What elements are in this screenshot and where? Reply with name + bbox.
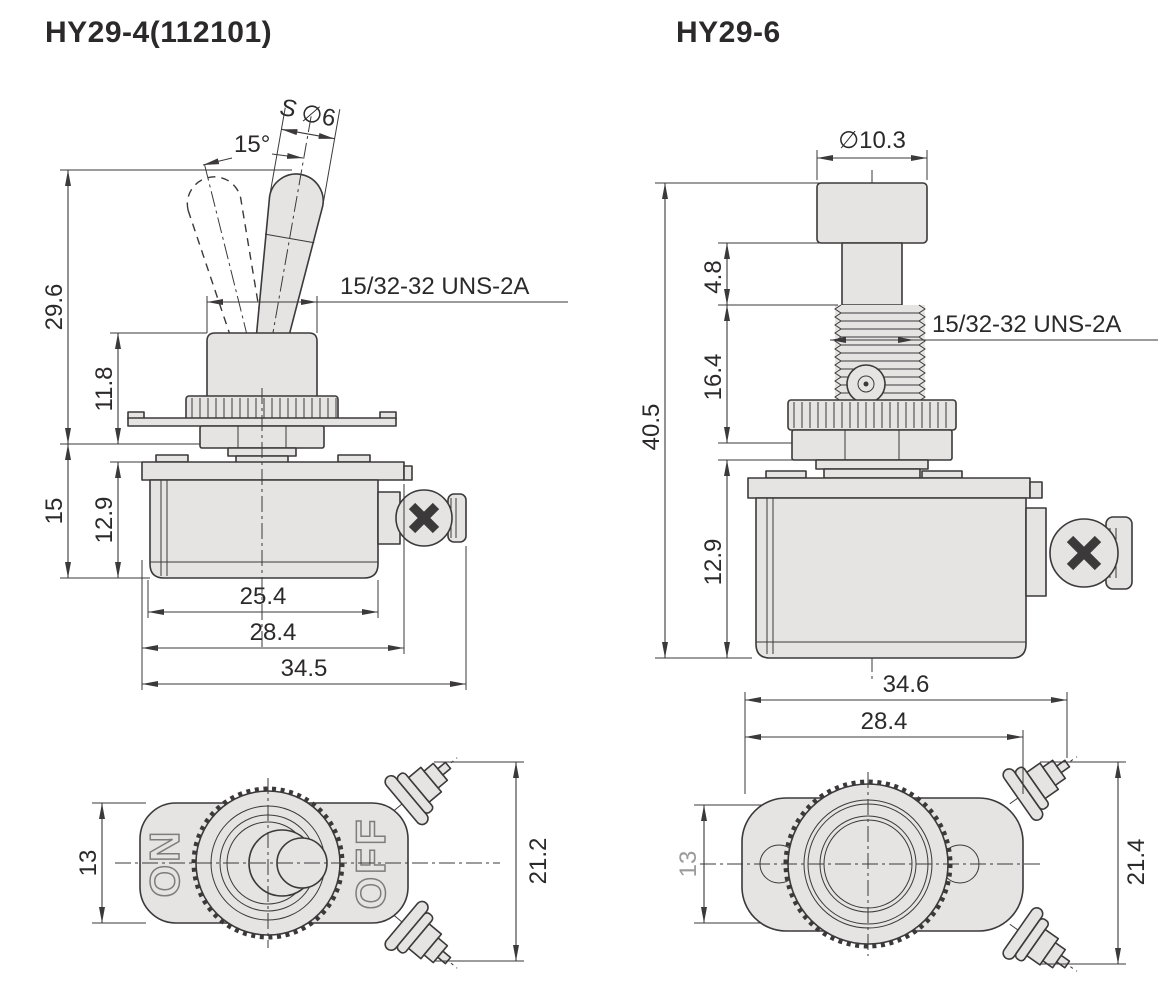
dim-28-4-label: 28.4 xyxy=(250,619,297,646)
hex-nut xyxy=(791,429,953,461)
left-thread-callout: 15/32-32 UNS-2A xyxy=(206,273,568,333)
right-thread-callout: 15/32-32 UNS-2A xyxy=(830,311,1158,343)
right-bottom-dims: 34.6 28.4 21.4 13 xyxy=(675,671,1150,965)
side-terminal xyxy=(1025,507,1133,597)
thread-spec-label: 15/32-32 UNS-2A xyxy=(340,273,529,300)
hex-facet-lines xyxy=(237,426,287,448)
left-bottom-view: ON OFF 13 21.2 xyxy=(75,733,552,990)
left-width-dims: 25.4 28.4 34.5 xyxy=(141,484,467,690)
bushing xyxy=(206,332,318,399)
dim-12-9-label: 12.9 xyxy=(91,497,118,544)
retaining-pin-center xyxy=(863,381,869,387)
washer-upper xyxy=(815,459,929,470)
left-vertical-dims: 29.6 11.8 15 12.9 xyxy=(41,169,292,579)
lever-diameter-label: ∅6 xyxy=(299,100,337,133)
button-diameter-label: ∅10.3 xyxy=(838,127,906,154)
dim-29-6-label: 29.6 xyxy=(41,284,68,331)
lever-cap-line xyxy=(264,233,315,244)
lever-angle-dim: 15° xyxy=(202,131,304,166)
phillips-cross-icon xyxy=(1066,535,1102,571)
left-drawing-title: HY29-4(112101) xyxy=(45,16,272,49)
flange-step xyxy=(1029,481,1043,499)
flange-tab-right xyxy=(337,454,371,463)
angle-arrow-right xyxy=(271,152,304,159)
dim-34-5-label: 34.5 xyxy=(281,655,328,682)
dim-25-4-label: 25.4 xyxy=(240,583,287,610)
knurled-nut xyxy=(787,399,957,431)
dim-34-6-label: 34.6 xyxy=(883,671,930,698)
extension-lines xyxy=(60,169,292,579)
dim-15-label: 15 xyxy=(41,498,68,525)
lever-s-label: S xyxy=(278,94,298,123)
body-flange xyxy=(747,477,1031,499)
toggle-lever: S ∅6 xyxy=(254,94,341,396)
flange-tab-left xyxy=(155,454,189,463)
dim-4-8-label: 4.8 xyxy=(700,260,727,293)
hex-facet-lines xyxy=(844,430,900,460)
dim-13-label: 13 xyxy=(675,851,702,878)
extension-lines xyxy=(655,182,846,659)
right-front-view: ∅10.3 15/32-32 UNS-2A 40.5 4.8 16.4 12.9 xyxy=(638,127,1158,680)
button-stem xyxy=(841,242,903,306)
right-vertical-dims: 40.5 4.8 16.4 12.9 xyxy=(638,182,846,659)
angle-arrow-left xyxy=(202,157,233,166)
dim-28-4-label: 28.4 xyxy=(861,708,908,735)
lever-centerline xyxy=(261,116,312,396)
dim-21-4-label: 21.4 xyxy=(1123,839,1150,886)
dim-11-8-label: 11.8 xyxy=(91,367,118,412)
body-inner-lines xyxy=(150,480,378,576)
phillips-cross-icon xyxy=(408,502,440,534)
left-front-view: S ∅6 15° xyxy=(41,94,568,690)
dim-13-label: 13 xyxy=(75,850,102,877)
lever-dia-dim-line xyxy=(281,128,335,140)
knurl-ribs xyxy=(191,398,337,418)
right-drawing-title: HY29-6 xyxy=(676,16,781,49)
button-dia-dim: ∅10.3 xyxy=(816,127,928,180)
threaded-bushing xyxy=(834,304,926,404)
flange-step xyxy=(403,465,413,481)
washer-lower xyxy=(823,468,921,479)
thread-edge-right xyxy=(918,304,926,402)
side-terminal xyxy=(377,489,467,547)
extension-lines xyxy=(141,484,467,690)
lever-dashed-outline xyxy=(186,176,266,354)
extension-lines xyxy=(92,761,524,962)
dim-40-5-label: 40.5 xyxy=(638,404,665,451)
flange-tab-right xyxy=(921,470,963,479)
extension-lines xyxy=(694,692,1126,965)
thread-spec-label: 15/32-32 UNS-2A xyxy=(932,311,1121,338)
body-flange xyxy=(141,461,405,481)
flange-tab-left xyxy=(765,470,807,479)
lever-dia-extension-lines xyxy=(269,107,341,204)
dim-12-9-label: 12.9 xyxy=(700,539,727,586)
knurl-ribs xyxy=(793,402,947,428)
lever-body xyxy=(254,173,325,353)
left-bottom-dims: 13 21.2 xyxy=(75,761,552,962)
lever-angle-label: 15° xyxy=(234,131,270,158)
button-cap xyxy=(816,182,928,244)
thread-edge-left xyxy=(834,304,842,402)
retaining-pin-inner xyxy=(857,375,875,393)
body-inner-lines xyxy=(756,498,1026,654)
switch-body xyxy=(755,497,1027,659)
dim-21-2-label: 21.2 xyxy=(525,838,552,885)
right-bottom-view: 34.6 28.4 21.4 13 xyxy=(675,671,1150,990)
terminal-neck xyxy=(1025,507,1047,597)
switch-body xyxy=(149,479,379,579)
dim-16-4-label: 16.4 xyxy=(700,354,727,401)
